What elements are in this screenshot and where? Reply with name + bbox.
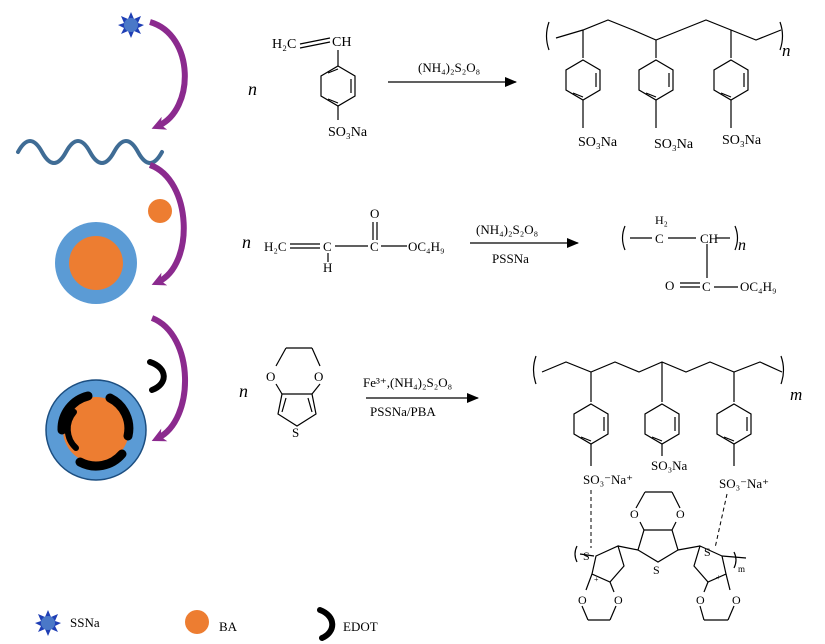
purple-arrow-1 [148, 19, 188, 130]
reaction-row-1: n H₂C CH SO₃Na (NH₄)₂S₂O₈ n [248, 19, 791, 152]
edot-arc-icon [147, 359, 167, 393]
row3-sub-3: SO₃⁻Na⁺ [719, 476, 769, 491]
legend: SSNa BA EDOT [35, 607, 378, 641]
row1-polymer-backbone [545, 19, 784, 58]
legend-ssna-label: SSNa [70, 615, 100, 630]
row2-c2: C [370, 239, 379, 254]
polymer-chain-wave [16, 139, 164, 165]
row1-benzene-ring [320, 65, 356, 107]
legend-ssna-icon [35, 610, 61, 636]
row3-ring-3 [716, 403, 752, 445]
pedot-s-left: S [583, 549, 590, 563]
pedot-plus-right: + [716, 573, 721, 582]
edot-monomer-structure [275, 347, 321, 427]
row2-polymer-ch: CH [700, 231, 718, 246]
purple-arrow-3 [150, 315, 188, 442]
row1-vinyl-h2c: H₂C [272, 37, 296, 52]
row3-sub-1: SO₃⁻Na⁺ [583, 472, 633, 487]
row2-multiplier: n [242, 232, 251, 252]
legend-ba-icon [185, 610, 209, 634]
ssna-star-icon [118, 12, 144, 38]
pedot-s-mid: S [653, 563, 660, 577]
row1-vinyl-ch: CH [332, 35, 351, 50]
row1-polymer-sub-3: SO₃Na [722, 133, 762, 148]
row3-polymer-index: m [790, 385, 802, 404]
row2-polymer-c1: C [655, 231, 664, 246]
row2-reagent-top: (NH₄)₂S₂O₈ [476, 222, 538, 237]
row3-reagent-bottom: PSSNa/PBA [370, 404, 436, 419]
pedot-o-4: O [614, 593, 623, 607]
row3-monomer-s: S [292, 425, 299, 440]
ba-droplet-icon [148, 199, 172, 223]
row3-reagent-top: Fe³⁺,(NH₄)₂S₂O₈ [363, 375, 452, 390]
row1-polymer-sub-1: SO₃Na [578, 135, 618, 150]
row2-h: H [323, 260, 332, 275]
row2-reagent-bottom: PSSNa [492, 251, 529, 266]
row2-c1: C [323, 239, 332, 254]
pssna-pba-particle [55, 222, 137, 304]
row2-polymer-o: O [665, 278, 674, 293]
row2-polymer-h2: H₂ [655, 213, 668, 227]
row2-polymer [621, 225, 739, 288]
legend-edot-label: EDOT [343, 619, 378, 634]
row1-multiplier: n [248, 79, 257, 99]
row1-monomer-sub: SO₃Na [328, 125, 368, 140]
row2-o: O [370, 206, 379, 221]
pedot-o-6: O [732, 593, 741, 607]
pedot-s-right: S [704, 545, 711, 559]
row2-polymer-c2: C [702, 279, 711, 294]
pedot-o-5: O [696, 593, 705, 607]
schematic-column [16, 12, 188, 481]
row1-polymer-ring-1 [565, 59, 601, 101]
row3-multiplier: n [239, 381, 248, 401]
row1-reagent: (NH₄)₂S₂O₈ [418, 60, 480, 75]
row1-polymer-sub-2: SO₃Na [654, 137, 694, 152]
legend-edot-icon [317, 607, 336, 641]
core-shell-pedot-particle [45, 379, 147, 481]
row3-ring-2 [644, 403, 680, 445]
row2-polymer-oc4h9: OC₄H₉ [740, 279, 777, 294]
pedot-plus-left: + [594, 575, 599, 584]
pedot-o-3: O [578, 593, 587, 607]
row2-h2c: H₂C [264, 239, 287, 254]
row1-polymer-ring-3 [713, 59, 749, 101]
pedot-chain [574, 491, 747, 621]
row3-pss-backbone [532, 355, 785, 402]
row1-polymer-ring-2 [638, 59, 674, 101]
row1-polymer-index: n [782, 41, 791, 60]
row2-oc4h9: OC₄H₉ [408, 239, 445, 254]
pedot-o-2: O [676, 507, 685, 521]
reaction-row-3: n O O S Fe³⁺,(NH₄)₂S₂O₈ PSSNa/PBA m [239, 347, 802, 621]
legend-ba-label: BA [219, 619, 238, 634]
row2-polymer-index: n [738, 237, 746, 254]
row3-ring-1 [573, 403, 609, 445]
pedot-index: m [738, 564, 745, 574]
row3-monomer-o1: O [266, 369, 275, 384]
row3-monomer-o2: O [314, 369, 323, 384]
purple-arrow-2 [148, 162, 187, 286]
pedot-o-1: O [630, 507, 639, 521]
row3-sub-2: SO₃Na [651, 458, 688, 473]
reaction-row-2: n H₂C C H C O OC₄H₉ (NH₄)₂S₂O₈ PSSNa H₂ [242, 206, 777, 294]
ionic-link-right [714, 493, 728, 549]
